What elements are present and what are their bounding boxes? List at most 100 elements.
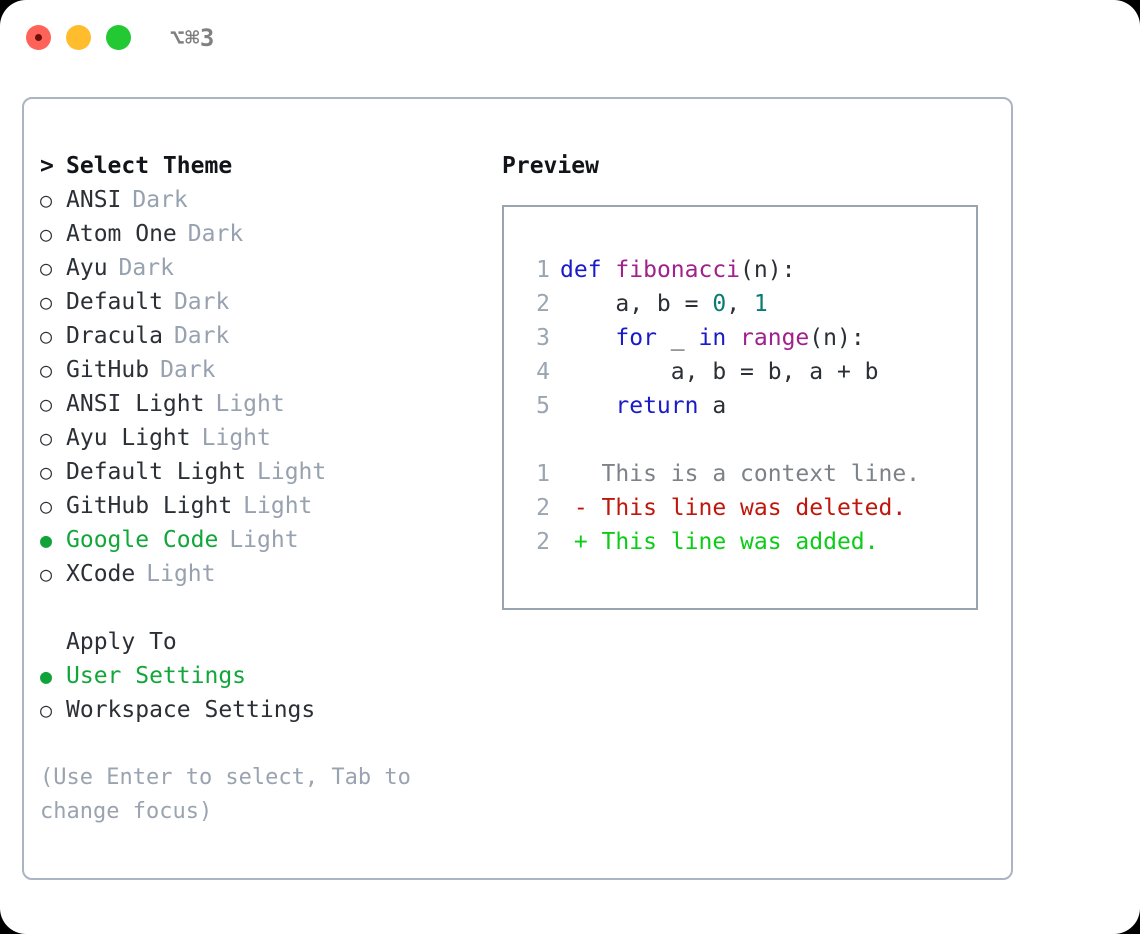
close-button-icon[interactable] xyxy=(26,25,51,50)
theme-category: Light xyxy=(229,527,299,553)
window-controls xyxy=(26,25,131,50)
apply-to-label: User Settings xyxy=(66,663,247,689)
apply-to-heading: Apply To xyxy=(66,629,177,655)
diff-line: 2 + This line was added. xyxy=(524,525,976,559)
theme-category: Light xyxy=(243,493,313,519)
diff-text-add: + This line was added. xyxy=(560,529,879,555)
preview-title: Preview xyxy=(502,153,599,179)
theme-category: Light xyxy=(215,391,285,417)
token-id: n xyxy=(823,325,838,351)
theme-name: Ayu xyxy=(66,255,108,281)
apply-to-label: Workspace Settings xyxy=(66,697,316,723)
token-kw: def xyxy=(560,257,602,283)
token-id: _ xyxy=(656,325,699,351)
diff-line: 1 This is a context line. xyxy=(524,457,976,491)
token-fn: fibonacci xyxy=(615,257,741,283)
token-punc: ): xyxy=(767,257,796,283)
token-num: 1 xyxy=(753,291,768,317)
zoom-button-icon[interactable] xyxy=(106,25,131,50)
theme-name: Dracula xyxy=(66,323,163,349)
line-number: 2 xyxy=(536,291,550,317)
radio-unselected-icon[interactable]: ○ xyxy=(40,290,53,314)
theme-list-item[interactable]: ○ Dracula Dark xyxy=(40,319,490,353)
token-punc: ( xyxy=(809,325,824,351)
diff-spacer xyxy=(524,423,976,457)
theme-category: Dark xyxy=(160,357,216,383)
radio-unselected-icon[interactable]: ○ xyxy=(40,392,53,416)
radio-unselected-icon[interactable]: ○ xyxy=(40,426,53,450)
minimize-button-icon[interactable] xyxy=(66,25,91,50)
token-id: a, b = xyxy=(560,291,713,317)
keyboard-shortcut-label: ⌥⌘3 xyxy=(170,24,215,52)
code-text: a, b = 0, 1 xyxy=(560,291,768,317)
code-line: 2 a, b = 0, 1 xyxy=(524,287,976,321)
apply-to-heading-row: Apply To xyxy=(40,625,490,659)
line-number: 1 xyxy=(536,461,550,487)
theme-category: Dark xyxy=(173,323,230,349)
theme-list-item[interactable]: ○ Default Dark xyxy=(40,285,490,319)
line-number: 1 xyxy=(536,257,550,283)
diff-line: 2 - This line was deleted. xyxy=(524,491,976,525)
radio-selected-icon[interactable]: ● xyxy=(40,664,53,688)
radio-unselected-icon[interactable]: ○ xyxy=(40,494,53,518)
radio-unselected-icon[interactable]: ○ xyxy=(40,188,53,212)
token-id: a, b = b, a + b xyxy=(560,359,879,385)
token-kw: return xyxy=(615,393,699,419)
code-text: return a xyxy=(560,393,726,419)
theme-category: Dark xyxy=(173,289,230,315)
theme-list-item[interactable]: ○ GitHub Dark xyxy=(40,353,490,387)
radio-unselected-icon[interactable]: ○ xyxy=(40,562,53,586)
caret-icon: > xyxy=(40,153,54,179)
theme-picker-heading-row: > Select Theme xyxy=(40,149,490,183)
token-kw: for xyxy=(615,325,657,351)
theme-name: GitHub xyxy=(66,357,150,383)
radio-unselected-icon[interactable]: ○ xyxy=(40,324,53,348)
token-num: 0 xyxy=(712,291,727,317)
section-spacer xyxy=(40,591,490,625)
diff-text-del: - This line was deleted. xyxy=(560,495,907,521)
token-id: a xyxy=(698,393,727,419)
theme-name: GitHub Light xyxy=(66,493,233,519)
apply-to-list: ● User Settings ○ Workspace Settings xyxy=(40,659,490,727)
theme-list-item[interactable]: ○ GitHub Light Light xyxy=(40,489,490,523)
token-punc: ( xyxy=(740,257,754,283)
radio-unselected-icon[interactable]: ○ xyxy=(40,698,53,722)
radio-unselected-icon[interactable]: ○ xyxy=(40,358,53,382)
theme-list-item[interactable]: ○ XCode Light xyxy=(40,557,490,591)
theme-category: Dark xyxy=(187,221,244,247)
line-number: 2 xyxy=(536,529,550,555)
radio-unselected-icon[interactable]: ○ xyxy=(40,256,53,280)
token-id xyxy=(560,325,615,351)
theme-list-item[interactable]: ○ Atom One Dark xyxy=(40,217,490,251)
radio-unselected-icon[interactable]: ○ xyxy=(40,460,53,484)
theme-category: Dark xyxy=(132,187,188,213)
theme-name: XCode xyxy=(66,561,136,587)
theme-name: Ayu Light xyxy=(66,425,191,451)
theme-name: Default Light xyxy=(66,459,247,485)
theme-name: Default xyxy=(66,289,163,315)
keyboard-hint: (Use Enter to select, Tab to change focu… xyxy=(40,765,411,824)
theme-category: Light xyxy=(146,561,216,587)
apply-to-item[interactable]: ● User Settings xyxy=(40,659,490,693)
radio-unselected-icon[interactable]: ○ xyxy=(40,222,53,246)
code-line: 4 a, b = b, a + b xyxy=(524,355,976,389)
line-number: 2 xyxy=(536,495,550,521)
radio-selected-icon[interactable]: ● xyxy=(40,528,53,552)
token-id xyxy=(726,325,740,351)
apply-to-item[interactable]: ○ Workspace Settings xyxy=(40,693,490,727)
token-id xyxy=(560,393,615,419)
theme-name: Atom One xyxy=(66,221,177,247)
